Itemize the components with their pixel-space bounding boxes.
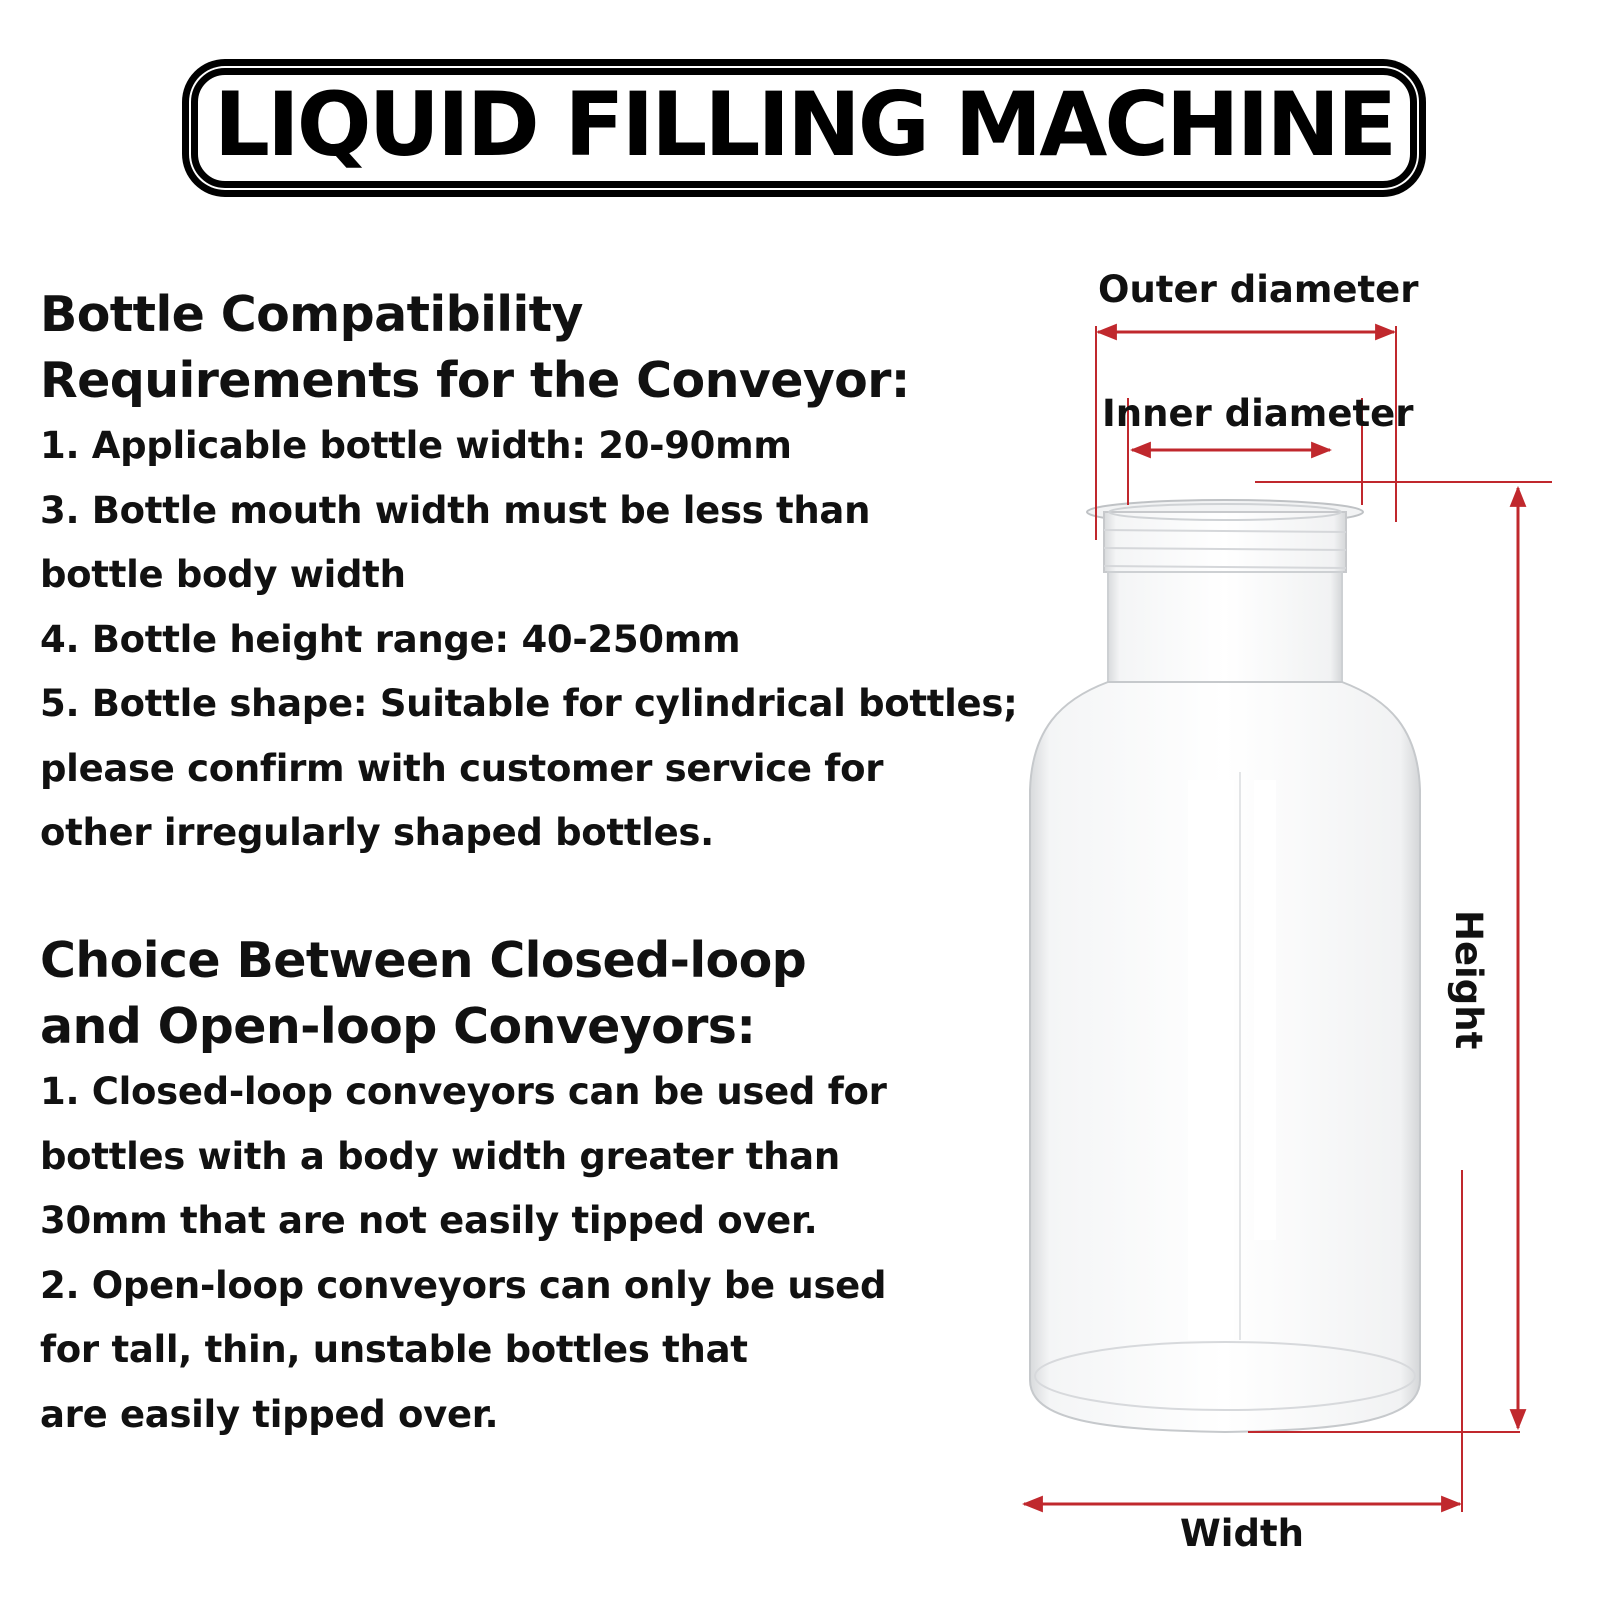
outer-diameter-label: Outer diameter: [1098, 268, 1419, 311]
requirement-item: 5. Bottle shape: Suitable for cylindrica…: [40, 682, 1018, 854]
page-title: LIQUID FILLING MACHINE: [190, 67, 1418, 189]
conveyor-choice-section: Choice Between Closed-loop and Open-loop…: [40, 928, 1050, 1447]
conveyor-item: 1. Closed-loop conveyors can be used for…: [40, 1070, 887, 1242]
bottle-image: [1029, 499, 1421, 1434]
inner-diameter-label: Inner diameter: [1102, 392, 1414, 435]
requirement-item: 1. Applicable bottle width: 20-90mm: [40, 424, 792, 467]
height-label: Height: [1447, 910, 1490, 1050]
requirement-item: 3. Bottle mouth width must be less than …: [40, 488, 871, 597]
requirement-item: 4. Bottle height range: 40-250mm: [40, 617, 741, 661]
width-label: Width: [1180, 1512, 1305, 1555]
section-heading: Bottle Compatibility Requirements for th…: [40, 286, 910, 409]
conveyor-item: 2. Open-loop conveyors can only be used …: [40, 1263, 887, 1436]
bottle-compatibility-section: Bottle Compatibility Requirements for th…: [40, 282, 1050, 866]
section-heading: Choice Between Closed-loop and Open-loop…: [40, 932, 807, 1055]
title-banner: LIQUID FILLING MACHINE: [190, 67, 1418, 189]
